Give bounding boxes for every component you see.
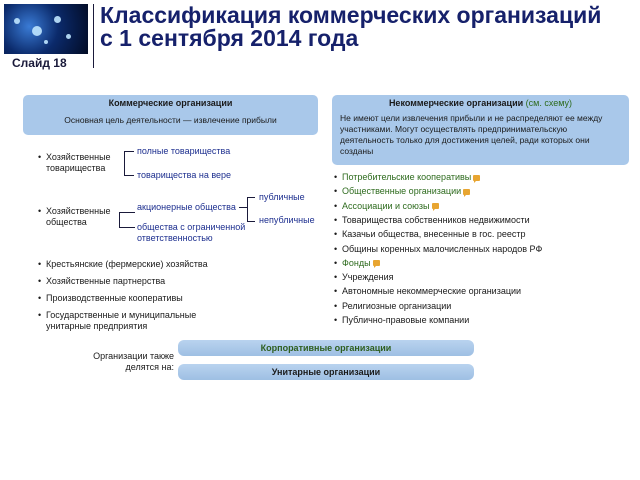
- noncommercial-item-label[interactable]: Общественные организации: [342, 186, 462, 197]
- company-type-joint-stock: акционерные общества: [137, 202, 236, 212]
- noncommercial-item[interactable]: Ассоциации и союзы: [334, 200, 439, 212]
- header-divider: [93, 4, 94, 68]
- noncommercial-item: Общины коренных малочисленных народов РФ: [334, 243, 543, 255]
- commercial-box: Коммерческие организации Основная цель д…: [23, 95, 318, 135]
- commercial-box-text: Основная цель деятельности — извлечение …: [64, 115, 277, 125]
- page-title: Классификация коммерческих организаций с…: [100, 2, 602, 51]
- partnership-type-full: полные товарищества: [137, 146, 231, 156]
- corporate-organizations-bar[interactable]: Корпоративные организации: [178, 340, 474, 356]
- commercial-other-3: Производственные кооперативы: [38, 293, 183, 304]
- noncommercial-box-header: Некоммерческие организации (см. схему): [332, 98, 629, 108]
- joint-stock-bracket: [247, 197, 248, 222]
- noncommercial-item: Публично-правовые компании: [334, 315, 470, 326]
- partnerships-bracket: [124, 151, 125, 176]
- partnerships-branch-line-1: [124, 151, 134, 152]
- noncommercial-item-label[interactable]: Ассоциации и союзы: [342, 200, 430, 211]
- partnerships-label: Хозяйственные товарищества: [38, 152, 121, 174]
- unitary-organizations-bar[interactable]: Унитарные организации: [178, 364, 474, 380]
- partnership-type-limited: товарищества на вере: [137, 170, 232, 180]
- partnerships-branch-line-2: [124, 175, 134, 176]
- joint-stock-branch-line-2: [247, 221, 255, 222]
- noncommercial-box-title: Некоммерческие организации: [388, 98, 524, 108]
- noncommercial-item-label[interactable]: Фонды: [342, 257, 371, 268]
- noncommercial-item-label[interactable]: Потребительские кооперативы: [342, 172, 472, 182]
- comment-icon[interactable]: [431, 203, 439, 212]
- noncommercial-item[interactable]: Фонды: [334, 257, 380, 269]
- companies-branch-line-1: [119, 212, 135, 213]
- noncommercial-item: Казачьи общества, внесенные в гос. реест…: [334, 229, 526, 240]
- company-type-llc: общества с ограниченной ответственностью: [137, 222, 246, 243]
- noncommercial-item-label: Учреждения: [342, 272, 394, 283]
- joint-stock-nonpublic: непубличные: [259, 215, 315, 225]
- noncommercial-item: Автономные некоммерческие организации: [334, 286, 522, 297]
- noncommercial-item-label: Товарищества собственников недвижимости: [342, 214, 530, 225]
- comment-icon[interactable]: [372, 260, 380, 269]
- commercial-other-2: Хозяйственные партнерства: [38, 276, 165, 287]
- companies-label: Хозяйственные общества: [38, 206, 121, 228]
- joint-stock-branch-line-1: [247, 197, 255, 198]
- commercial-other-1: Крестьянские (фермерские) хозяйства: [38, 259, 208, 270]
- noncommercial-box: Некоммерческие организации (см. схему) Н…: [332, 95, 629, 165]
- noncommercial-item-label: Казачьи общества, внесенные в гос. реест…: [342, 229, 526, 240]
- world-map-logo: [4, 4, 88, 54]
- noncommercial-item-label: Религиозные организации: [342, 300, 452, 311]
- commercial-other-4: Государственные и муниципальные унитарны…: [38, 310, 226, 332]
- companies-branch-line-2: [119, 227, 135, 228]
- comment-icon[interactable]: [473, 174, 481, 183]
- joint-stock-connector: [239, 207, 247, 208]
- noncommercial-item: Товарищества собственников недвижимости: [334, 214, 530, 226]
- comment-icon[interactable]: [463, 188, 471, 197]
- joint-stock-public: публичные: [259, 192, 305, 202]
- noncommercial-item[interactable]: Общественные организации: [334, 186, 471, 197]
- slide-label: Слайд 18: [12, 56, 67, 70]
- noncommercial-item-label: Автономные некоммерческие организации: [342, 286, 522, 297]
- noncommercial-item[interactable]: Потребительские кооперативы: [334, 172, 481, 183]
- noncommercial-item: Религиозные организации: [334, 300, 452, 312]
- commercial-box-title: Коммерческие организации: [108, 98, 233, 108]
- noncommercial-item-label: Публично-правовые компании: [342, 315, 470, 325]
- noncommercial-box-text: Не имеют цели извлечения прибыли и не ра…: [340, 113, 603, 156]
- division-label: Организации также делятся на:: [93, 351, 174, 372]
- noncommercial-item: Учреждения: [334, 272, 394, 283]
- companies-bracket: [119, 212, 120, 227]
- noncommercial-item-label: Общины коренных малочисленных народов РФ: [342, 243, 543, 254]
- see-scheme-link[interactable]: (см. схему): [525, 98, 573, 108]
